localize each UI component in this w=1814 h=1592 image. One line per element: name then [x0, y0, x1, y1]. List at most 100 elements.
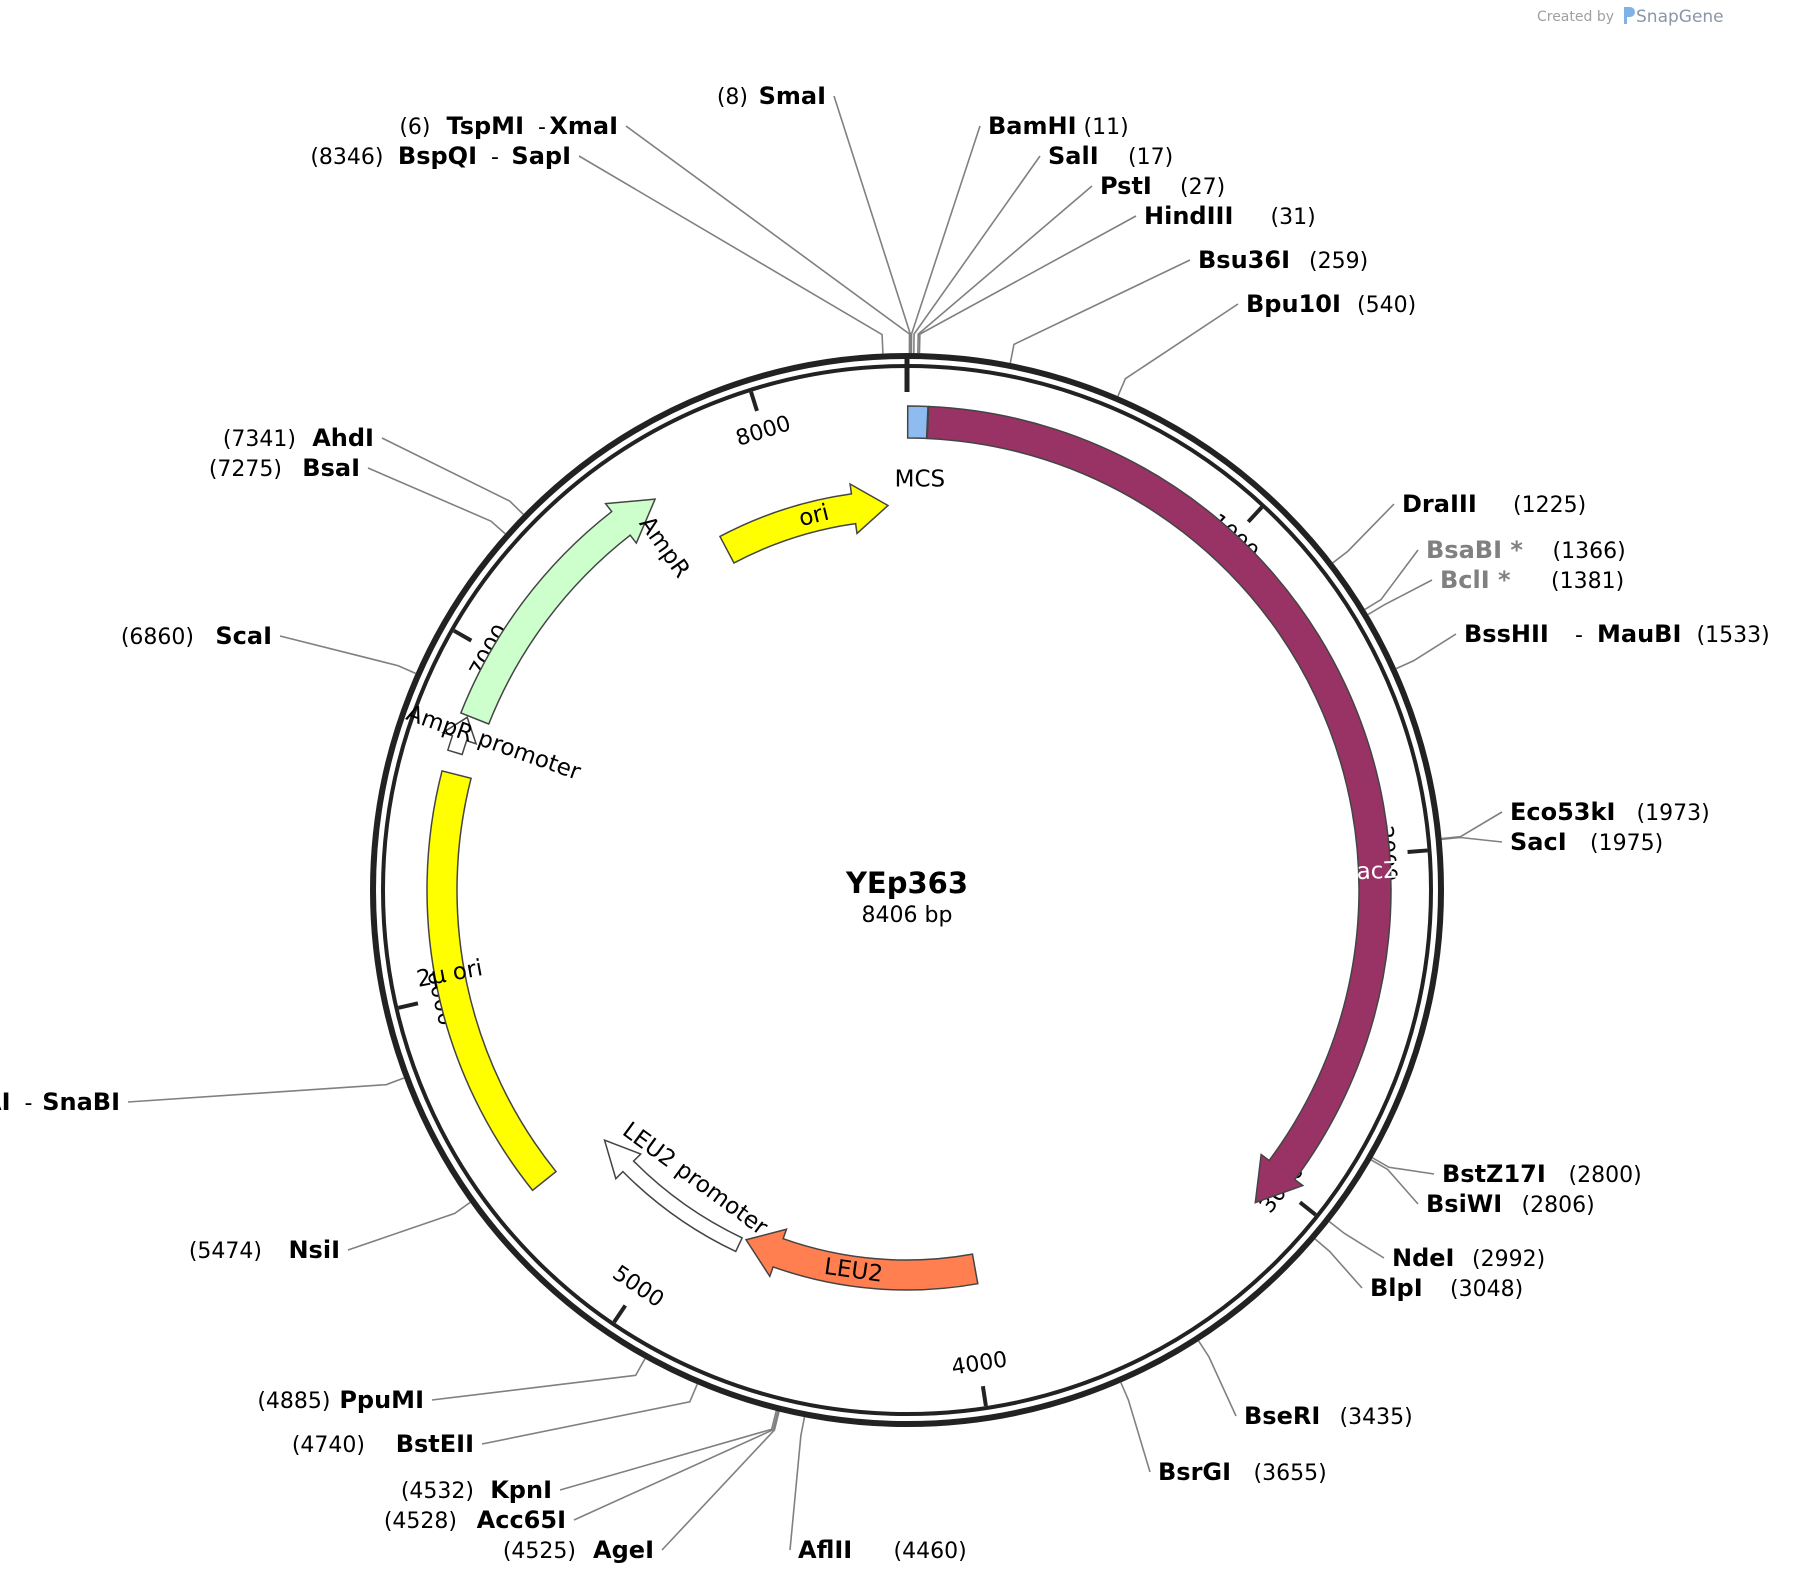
- site-name: KpnI: [490, 1476, 552, 1504]
- restriction-sites: SmaI (8) XmaI-TspMI(6)SapI-BspQI(8346) BamH…: [0, 82, 1770, 1564]
- feature-ori: [718, 482, 890, 564]
- site-acc65i[interactable]: Acc65I(4528): [384, 1506, 566, 1534]
- site-bcli[interactable]: BclI * (1381): [1440, 566, 1624, 594]
- site-dash: -: [25, 1091, 33, 1116]
- site-name: BclI *: [1440, 566, 1511, 594]
- site-bsai[interactable]: BsaI(7275): [209, 454, 360, 482]
- site-leader-ahdi: [381, 437, 524, 515]
- site-bstz17i[interactable]: BstZ17I(2800): [1442, 1160, 1642, 1188]
- site-bspqi[interactable]: SapI-BspQI(8346): [310, 142, 571, 170]
- site-leader-bsaai: [127, 1077, 405, 1103]
- site-scai[interactable]: ScaI (6860): [121, 622, 272, 650]
- site-ppumi[interactable]: PpuMI (4885): [257, 1386, 424, 1414]
- site-position: (3435): [1340, 1405, 1413, 1430]
- site-position: (4460): [894, 1539, 967, 1564]
- site-leader-smai: [833, 95, 912, 354]
- site-dash: -: [1575, 623, 1583, 648]
- site-saci[interactable]: SacI(1975): [1510, 828, 1663, 856]
- site-name: ScaI: [215, 622, 272, 650]
- site-leader-bspqi: [578, 155, 884, 354]
- site-position: (6860): [121, 625, 194, 650]
- tick-mark-7000: [452, 628, 473, 643]
- site-psti[interactable]: PstI(27): [1100, 172, 1225, 200]
- site-leader-bseri: [1197, 1340, 1237, 1417]
- site-position: (4528): [384, 1509, 457, 1534]
- site-bpu10i[interactable]: Bpu10I(540): [1246, 290, 1416, 318]
- feature-leu2promoter: [603, 1138, 744, 1253]
- site-agei[interactable]: AgeI(4525): [503, 1536, 654, 1564]
- site-position: (2806): [1522, 1193, 1595, 1218]
- plasmid-size: 8406 bp: [862, 903, 953, 928]
- site-position: (1225): [1513, 493, 1586, 518]
- site-name: BlpI: [1370, 1274, 1423, 1302]
- site-position: (17): [1128, 145, 1173, 170]
- site-name: BsaAI: [0, 1088, 11, 1116]
- site-sali[interactable]: SalI(17): [1048, 142, 1173, 170]
- site-tspmi[interactable]: XmaI-TspMI(6): [399, 112, 618, 140]
- plasmid-backbone: [370, 353, 1444, 1427]
- site-leader-bsu36i: [1009, 259, 1191, 364]
- site-bsshii[interactable]: BssHII-MauBI(1533): [1464, 620, 1770, 648]
- site-name: BsrGI: [1158, 1458, 1231, 1486]
- site-bsteii[interactable]: BstEII(4740): [292, 1430, 474, 1458]
- site-name-2: MauBI: [1597, 620, 1681, 648]
- site-position: (2800): [1569, 1163, 1642, 1188]
- site-name: AflII: [798, 1536, 852, 1564]
- site-name-2: SnaBI: [42, 1088, 120, 1116]
- feature-label-mcs: MCS: [895, 467, 946, 493]
- plasmid-name: YEp363: [845, 866, 968, 900]
- site-name: BamHI: [988, 112, 1077, 140]
- site-position: (8): [717, 85, 748, 110]
- feature-label-lacz: lacZ: [1350, 858, 1400, 886]
- site-name-2: XmaI: [549, 112, 618, 140]
- site-position: (1381): [1551, 569, 1624, 594]
- feature-mcs: [906, 405, 929, 440]
- site-smai[interactable]: SmaI (8): [717, 82, 826, 110]
- site-leader-eco53ki: [1441, 811, 1503, 840]
- site-hindiii[interactable]: HindIII(31): [1144, 202, 1316, 230]
- site-position: (4740): [292, 1433, 365, 1458]
- site-bsiwi[interactable]: BsiWI(2806): [1426, 1190, 1595, 1218]
- snapgene-logo-icon: [1624, 7, 1635, 24]
- site-bamhi[interactable]: BamHI(11): [988, 112, 1129, 140]
- site-bseri[interactable]: BseRI(3435): [1244, 1402, 1413, 1430]
- tick-mark-5000: [612, 1304, 627, 1324]
- site-leader-bamhi: [910, 125, 981, 354]
- credit-prefix: Created by: [1537, 9, 1614, 25]
- site-leader-saci: [1441, 836, 1503, 843]
- site-draiii[interactable]: DraIII (1225): [1402, 490, 1586, 518]
- site-blpi[interactable]: BlpI(3048): [1370, 1274, 1523, 1302]
- site-bsabi[interactable]: BsaBI *(1366): [1426, 536, 1626, 564]
- site-aflii[interactable]: AflII (4460): [798, 1536, 967, 1564]
- tick-mark-6000: [398, 1001, 419, 1010]
- site-leader-bpu10i: [1117, 303, 1239, 397]
- site-eco53ki[interactable]: Eco53kI(1973): [1510, 798, 1710, 826]
- site-name: PpuMI: [339, 1386, 424, 1414]
- site-name: SacI: [1510, 828, 1567, 856]
- feature-label-twomicron: 2μ ori: [415, 955, 485, 993]
- site-leader-hindiii: [918, 215, 1137, 354]
- site-leader-ppumi: [431, 1358, 646, 1401]
- site-bsaai[interactable]: SnaBI-BsaAI(5826): [0, 1088, 120, 1116]
- credit-brand: SnapGene: [1636, 7, 1724, 27]
- site-position: (5474): [189, 1239, 262, 1264]
- site-position: (4885): [257, 1389, 330, 1414]
- site-nsii[interactable]: NsiI(5474): [189, 1236, 340, 1264]
- site-ahdi[interactable]: AhdI(7341): [223, 424, 374, 452]
- site-leader-blpi: [1314, 1238, 1363, 1289]
- site-name: DraIII: [1402, 490, 1477, 518]
- site-leader-aflii: [789, 1416, 806, 1551]
- site-leader-ndei: [1328, 1220, 1385, 1259]
- site-kpni[interactable]: KpnI(4532): [401, 1476, 552, 1504]
- site-leader-bsiwi: [1370, 1159, 1419, 1205]
- backbone-outer-ring: [370, 353, 1444, 1427]
- site-position: (8346): [310, 145, 383, 170]
- site-name: SmaI: [759, 82, 826, 110]
- site-leader-bcli: [1367, 579, 1433, 616]
- site-ndei[interactable]: NdeI(2992): [1392, 1244, 1545, 1272]
- site-leader-kpni: [559, 1410, 778, 1491]
- site-bsrgi[interactable]: BsrGI(3655): [1158, 1458, 1327, 1486]
- site-leader-bsteii: [481, 1384, 698, 1445]
- site-bsu36i[interactable]: Bsu36I(259): [1198, 246, 1368, 274]
